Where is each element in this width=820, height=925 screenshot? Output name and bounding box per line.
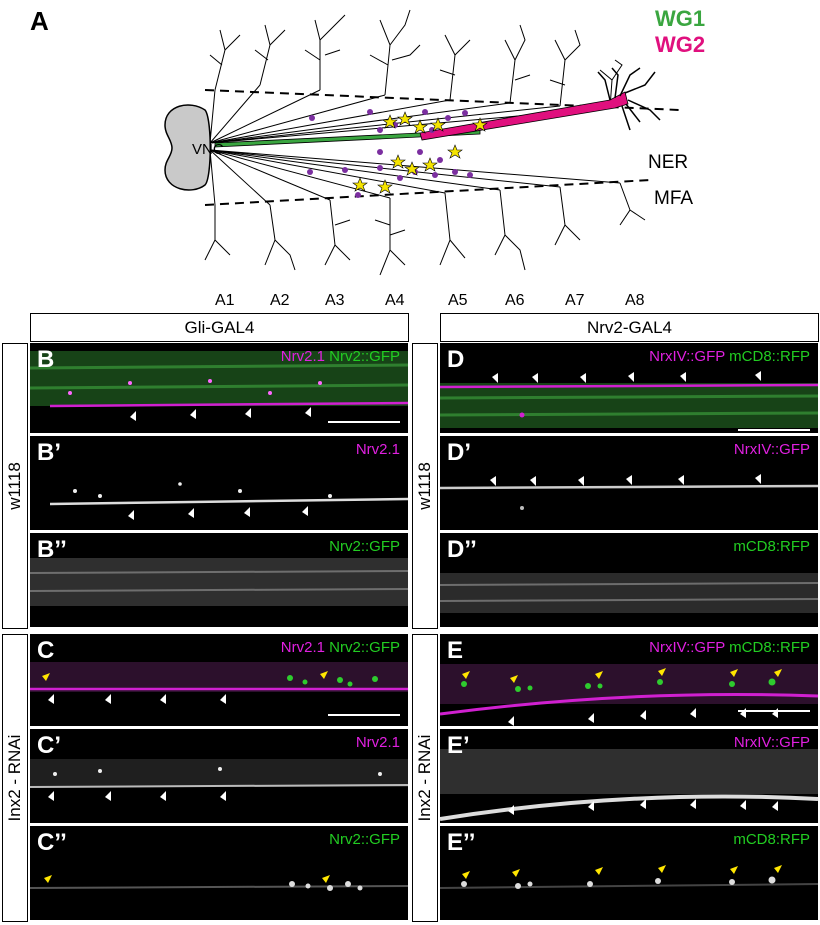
segment-a3: A3 (325, 292, 345, 309)
micrograph-b: B Nrv2.1 Nrv2::GFP (30, 343, 408, 433)
wg2-fiber (419, 91, 629, 141)
micrograph-b-double-prime: B’’ Nrv2::GFP (30, 533, 408, 627)
a8-terminal (597, 67, 661, 131)
header-gli-gal4: Gli-GAL4 (30, 313, 409, 342)
wg2-legend: WG2 (655, 32, 706, 57)
header-nrv2-gal4: Nrv2-GAL4 (440, 313, 819, 342)
micrograph-e-prime: E’ NrxIV::GFP (440, 729, 818, 823)
panel-a-letter: A (30, 6, 49, 36)
micrograph-d-prime: D’ NrxIV::GFP (440, 436, 818, 530)
micrograph-c: C Nrv2.1 Nrv2::GFP (30, 634, 408, 726)
segment-a8: A8 (625, 292, 645, 309)
micrograph-e-double-prime: E’’ mCD8:RFP (440, 826, 818, 920)
wg1-legend: WG1 (655, 6, 706, 31)
row-label-w1118-right: w1118 (412, 343, 438, 629)
segment-a6: A6 (505, 292, 525, 309)
row-label-w1118-left: w1118 (2, 343, 28, 629)
micrograph-e: E NrxIV::GFP mCD8::RFP (440, 634, 818, 726)
segment-a4: A4 (385, 292, 405, 309)
wg1-fiber (214, 129, 481, 148)
micrograph-c-prime: C’ Nrv2.1 (30, 729, 408, 823)
segment-a1: A1 (215, 292, 235, 309)
lower-dashed-line (204, 179, 651, 206)
micrograph-d: D NrxIV::GFP mCD8::RFP (440, 343, 818, 433)
micrograph-c-double-prime: C’’ Nrv2::GFP (30, 826, 408, 920)
segment-a5: A5 (448, 292, 468, 309)
row-label-inx2-left: Inx2 - RNAi (2, 634, 28, 922)
larva-nerve-schematic (164, 9, 681, 276)
vnc-shape (164, 104, 211, 191)
lower-branches (204, 182, 646, 276)
row-label-inx2-right: Inx2 - RNAi (412, 634, 438, 922)
micrograph-d-double-prime: D’’ mCD8:RFP (440, 533, 818, 627)
micrograph-b-prime: B’ Nrv2.1 (30, 436, 408, 530)
segment-a2: A2 (270, 292, 290, 309)
segment-a7: A7 (565, 292, 585, 309)
yellow-stars (352, 111, 488, 194)
mfa-label: MFA (654, 188, 694, 209)
nerve-lines (209, 84, 621, 206)
upper-branches (209, 9, 623, 109)
ner-label: NER (648, 152, 689, 173)
vnc-label: VNC (192, 141, 224, 158)
